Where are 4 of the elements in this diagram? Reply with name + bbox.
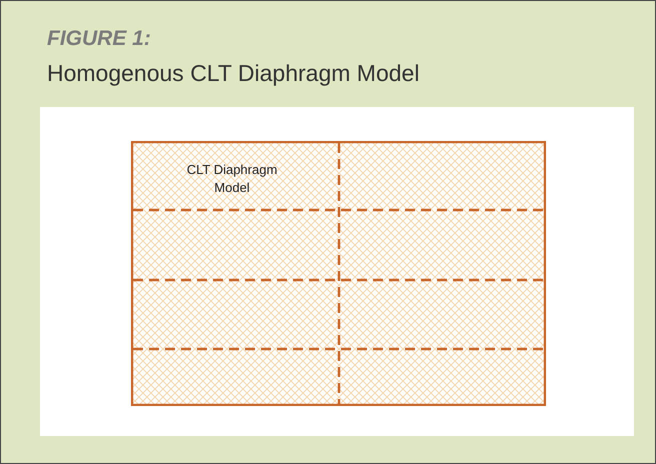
panel-label: CLT Diaphragm Model (186, 161, 278, 197)
figure-number: FIGURE 1: (47, 27, 151, 51)
figure-title: Homogenous CLT Diaphragm Model (47, 60, 420, 87)
diaphragm-panel (131, 141, 546, 406)
